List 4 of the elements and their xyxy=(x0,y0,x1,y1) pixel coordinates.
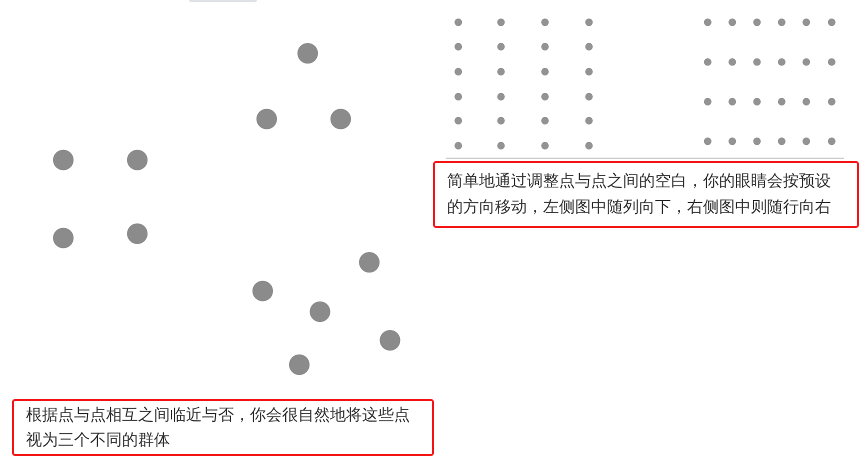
callout-text: 根据点与点相互之间临近与否，你会很自然地将这些点视为三个不同的群体 xyxy=(26,404,411,451)
callout-box xyxy=(433,161,859,228)
callout-text: 简单地通过调整点与点之间的空白，你的眼睛会按预设的方向移动，左侧图中随列向下，右侧图中则随行向右 xyxy=(447,170,832,218)
callout-box xyxy=(12,399,434,456)
